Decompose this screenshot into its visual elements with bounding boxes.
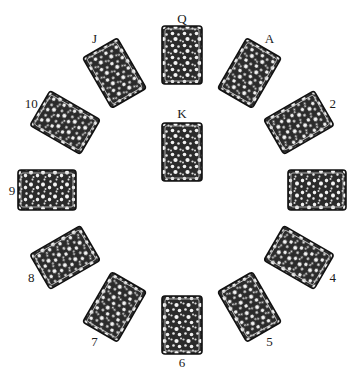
card-label: 2	[329, 96, 336, 111]
card	[30, 91, 100, 155]
card	[288, 170, 346, 210]
card-label: 9	[9, 183, 16, 198]
card-label: 6	[179, 355, 186, 370]
card	[218, 38, 282, 108]
card-label: Q	[177, 11, 186, 26]
card-label: K	[177, 106, 186, 121]
card-label: 7	[91, 334, 98, 349]
card-label: A	[265, 31, 274, 46]
card-label: 10	[25, 96, 38, 111]
card	[30, 226, 100, 290]
card	[83, 38, 147, 108]
card	[218, 272, 282, 342]
card-label: 8	[28, 270, 35, 285]
card-label: 5	[266, 334, 273, 349]
card	[264, 91, 334, 155]
card-label: 4	[329, 270, 336, 285]
card	[162, 123, 202, 181]
card	[18, 170, 76, 210]
card	[162, 26, 202, 84]
card	[264, 226, 334, 290]
card	[162, 296, 202, 354]
card	[83, 272, 147, 342]
card-label: J	[92, 31, 97, 46]
